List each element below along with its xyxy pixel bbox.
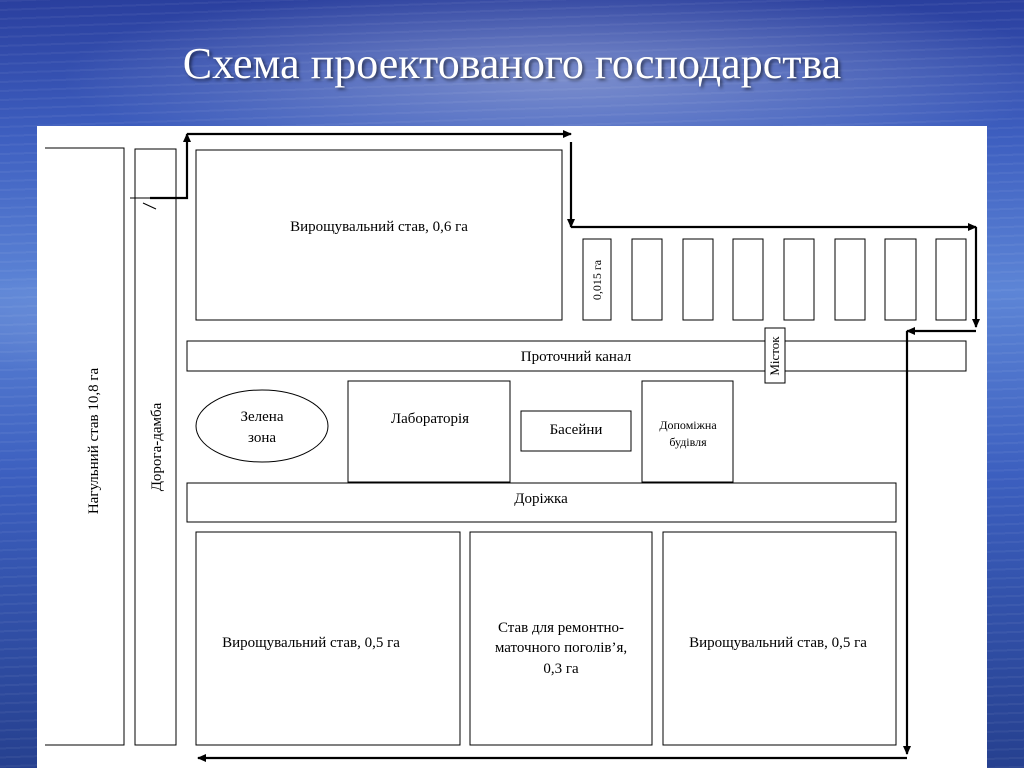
small-pond-1 xyxy=(582,238,612,321)
pond-left-label: Вирощувальний став, 0,5 га xyxy=(222,635,400,651)
bridge-label: Місток xyxy=(767,336,782,376)
aux-building-label-2: будівля xyxy=(669,435,707,449)
pond-right-label: Вирощувальний став, 0,5 га xyxy=(689,635,867,651)
feeding-pond-outline xyxy=(45,147,125,746)
green-zone-label-2: зона xyxy=(248,430,276,446)
pond-top-outline xyxy=(195,149,563,321)
lab-outline xyxy=(347,380,511,483)
pond-right-outline xyxy=(662,531,897,746)
brood-pond-label-1: Став для ремонтно- xyxy=(498,620,624,636)
green-zone-outline xyxy=(195,389,329,463)
pools-label: Басейни xyxy=(550,422,603,438)
pools-outline xyxy=(520,410,632,452)
aux-building-outline xyxy=(641,380,734,483)
lab-label: Лабораторія xyxy=(391,411,469,427)
path-label: Доріжка xyxy=(514,491,568,507)
feeding-pond-label: Нагульний став 10,8 га xyxy=(86,367,102,514)
diagram-panel xyxy=(37,126,987,768)
small-pond-label: 0,015 га xyxy=(590,259,604,300)
pond-left-outline xyxy=(195,531,461,746)
pond-top-label: Вирощувальний став, 0,6 га xyxy=(290,219,468,235)
small-pond-2 xyxy=(631,238,663,321)
road-dam-label: Дорога-дамба xyxy=(149,402,165,491)
small-pond-5 xyxy=(783,238,815,321)
sluice-line-2 xyxy=(142,202,157,210)
brood-pond-outline xyxy=(469,531,653,746)
bridge-outline xyxy=(764,327,786,384)
small-pond-6 xyxy=(834,238,866,321)
aux-building-label-1: Допоміжна xyxy=(659,418,717,432)
brood-pond-label-3: 0,3 га xyxy=(543,661,579,677)
small-pond-3 xyxy=(682,238,714,321)
path-outline xyxy=(186,482,897,523)
channel-label: Проточний канал xyxy=(521,349,632,365)
small-pond-8 xyxy=(935,238,967,321)
small-pond-4 xyxy=(732,238,764,321)
flow-arrow-up xyxy=(150,133,191,200)
small-pond-7 xyxy=(884,238,917,321)
channel-outline xyxy=(186,340,967,372)
green-zone-label-1: Зелена xyxy=(240,409,283,425)
page-title: Схема проектованого господарства xyxy=(182,39,842,88)
brood-pond-label-2: маточного поголів’я, xyxy=(495,640,627,656)
road-dam-outline xyxy=(134,148,177,746)
